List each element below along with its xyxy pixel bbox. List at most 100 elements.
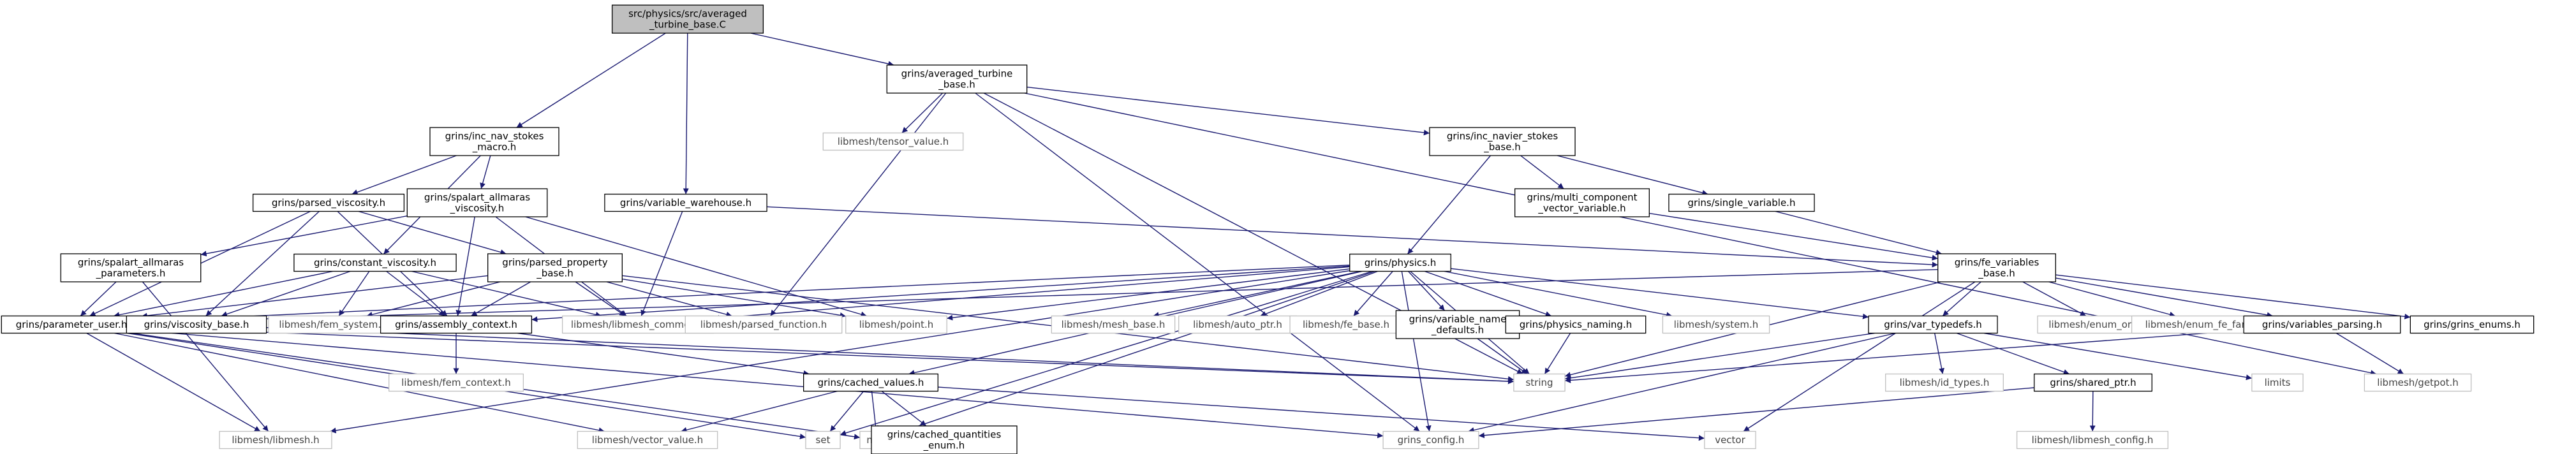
edge-spalartp-to-paramuser: [80, 281, 117, 317]
node-avg[interactable]: grins/averaged_turbine_base.h: [886, 64, 1028, 94]
node-physics[interactable]: grins/physics.h: [1349, 253, 1451, 272]
edge-incmacro-to-parvisc: [352, 155, 457, 195]
edge-singlevar-to-fevars: [1775, 210, 1942, 256]
node-paramuser[interactable]: grins/parameter_user.h: [1, 315, 142, 334]
node-label: grins/cached_quantities: [887, 429, 1002, 441]
node-label: grins/variable_name: [1409, 314, 1507, 326]
node-vector[interactable]: vector: [1704, 430, 1756, 450]
node-cachedqty[interactable]: grins/cached_quantities_enum.h: [871, 425, 1018, 454]
edge-cachedvals-to-vecvalue: [681, 390, 838, 433]
node-box: [429, 127, 559, 156]
node-spalart[interactable]: grins/spalart_allmaras_viscosity.h: [406, 188, 548, 217]
node-box: [1051, 315, 1176, 334]
node-lmlibmesh[interactable]: libmesh/libmesh.h: [219, 430, 332, 450]
edge-varparsing-to-string: [1565, 330, 2244, 383]
edge-cachedvals-to-map: [871, 391, 878, 432]
node-box: [2409, 315, 2535, 334]
edge-fevars-to-enumorder: [2022, 281, 2087, 317]
node-label: _turbine_base.C: [649, 19, 726, 31]
node-lmsystem[interactable]: libmesh/system.h: [1662, 315, 1770, 334]
node-vartypedefs[interactable]: grins/var_typedefs.h: [1868, 315, 1998, 334]
node-box: [1704, 430, 1756, 450]
node-spalartp[interactable]: grins/spalart_allmaras_parameters.h: [60, 253, 202, 282]
edge-physics-to-point: [947, 268, 1350, 321]
node-label: _defaults.h: [1431, 325, 1484, 337]
node-meshbase[interactable]: libmesh/mesh_base.h: [1051, 315, 1176, 334]
node-set[interactable]: set: [805, 430, 841, 450]
edge-fevars-to-varparsing: [2055, 277, 2273, 318]
node-grinsenums[interactable]: grins/grins_enums.h: [2409, 315, 2535, 334]
node-parprop[interactable]: grins/parsed_property_base.h: [487, 253, 623, 282]
node-label: grins/single_variable.h: [1688, 197, 1796, 209]
node-label: libmesh/vector_value.h: [592, 434, 703, 446]
node-tensor[interactable]: libmesh/tensor_value.h: [822, 132, 964, 151]
node-cachedvals[interactable]: grins/cached_values.h: [803, 373, 939, 392]
node-grinsconfig[interactable]: grins_config.h: [1382, 430, 1479, 450]
node-vecvalue[interactable]: libmesh/vector_value.h: [577, 430, 718, 450]
edge-physics-to-lmcommon: [713, 266, 1350, 321]
node-fevars[interactable]: grins/fe_variables_base.h: [1937, 253, 2056, 282]
node-varwh[interactable]: grins/variable_warehouse.h: [604, 193, 767, 212]
edge-physics-to-vartypedefs: [1451, 268, 1869, 319]
edge-physics-to-autoptr: [1260, 270, 1378, 317]
node-label: grins/variables_parsing.h: [2262, 319, 2382, 331]
node-getpot[interactable]: libmesh/getpot.h: [2364, 373, 2472, 392]
node-autoptr[interactable]: libmesh/auto_ptr.h: [1178, 315, 1297, 334]
edge-incbase-to-multicomp: [1520, 155, 1564, 189]
node-point[interactable]: libmesh/point.h: [845, 315, 947, 334]
node-label: libmesh/libmesh_config.h: [2032, 434, 2154, 446]
node-physnaming[interactable]: grins/physics_naming.h: [1505, 315, 1647, 334]
node-label: grins/cached_values.h: [818, 377, 924, 389]
node-label: grins/physics.h: [1365, 257, 1436, 268]
node-string[interactable]: string: [1513, 373, 1566, 392]
node-label: libmesh/parsed_function.h: [700, 319, 827, 331]
node-femctx[interactable]: libmesh/fem_context.h: [389, 373, 524, 392]
node-box: [380, 315, 533, 334]
edge-constvisc-to-paramuser: [114, 270, 333, 318]
edge-physics-to-febase: [1353, 271, 1393, 316]
node-multicomp[interactable]: grins/multi_component_vector_variable.h: [1514, 188, 1650, 217]
node-root[interactable]: src/physics/src/averaged_turbine_base.C: [611, 4, 764, 34]
node-box: [1289, 315, 1403, 334]
node-label: _vector_variable.h: [1537, 203, 1625, 215]
edge-root-to-varwh: [683, 33, 689, 194]
node-box: [1937, 253, 2056, 282]
node-box: [1662, 315, 1770, 334]
node-box: [126, 315, 267, 334]
node-femsys[interactable]: libmesh/fem_system.h: [268, 315, 398, 334]
node-parfunc[interactable]: libmesh/parsed_function.h: [685, 315, 843, 334]
node-asmctx[interactable]: grins/assembly_context.h: [380, 315, 533, 334]
node-label: libmesh/enum_order.h: [2048, 319, 2155, 331]
edge-avg-to-parfunc: [770, 92, 947, 316]
node-label: _macro.h: [472, 142, 517, 154]
node-singlevar[interactable]: grins/single_variable.h: [1668, 193, 1815, 212]
node-box: [611, 4, 764, 34]
edge-fevars-to-paramuser: [141, 269, 1938, 325]
node-varname[interactable]: grins/variable_name_defaults.h: [1395, 310, 1520, 339]
node-febase[interactable]: libmesh/fe_base.h: [1289, 315, 1403, 334]
node-label: libmesh/fe_base.h: [1303, 319, 1389, 331]
node-varparsing[interactable]: grins/variables_parsing.h: [2243, 315, 2401, 334]
node-label: libmesh/system.h: [1674, 319, 1759, 330]
node-incbase[interactable]: grins/inc_navier_stokes_base.h: [1429, 127, 1576, 156]
node-box: [1514, 188, 1650, 217]
edge-varparsing-to-getpot: [2335, 332, 2404, 375]
edge-avg-to-incbase: [1026, 86, 1430, 136]
node-incmacro[interactable]: grins/inc_nav_stokes_macro.h: [429, 127, 559, 156]
node-viscbase[interactable]: grins/viscosity_base.h: [126, 315, 267, 334]
node-constvisc[interactable]: grins/constant_viscosity.h: [293, 253, 457, 272]
node-box: [822, 132, 964, 151]
node-box: [219, 430, 332, 450]
node-label: src/physics/src/averaged: [628, 8, 747, 20]
node-box: [1505, 315, 1647, 334]
edge-varname-to-string: [1477, 338, 1528, 375]
edge-fevars-to-vartypedefs: [1942, 281, 1981, 317]
edge-parprop-to-paramuser: [141, 275, 488, 319]
node-idtypes[interactable]: libmesh/id_types.h: [1885, 373, 2004, 392]
node-lmconfig[interactable]: libmesh/libmesh_config.h: [2016, 430, 2169, 450]
node-box: [2364, 373, 2472, 392]
node-box: [845, 315, 947, 334]
node-sharedptr[interactable]: grins/shared_ptr.h: [2034, 373, 2152, 392]
node-limits[interactable]: limits: [2251, 373, 2304, 392]
node-parvisc[interactable]: grins/parsed_viscosity.h: [252, 193, 405, 212]
